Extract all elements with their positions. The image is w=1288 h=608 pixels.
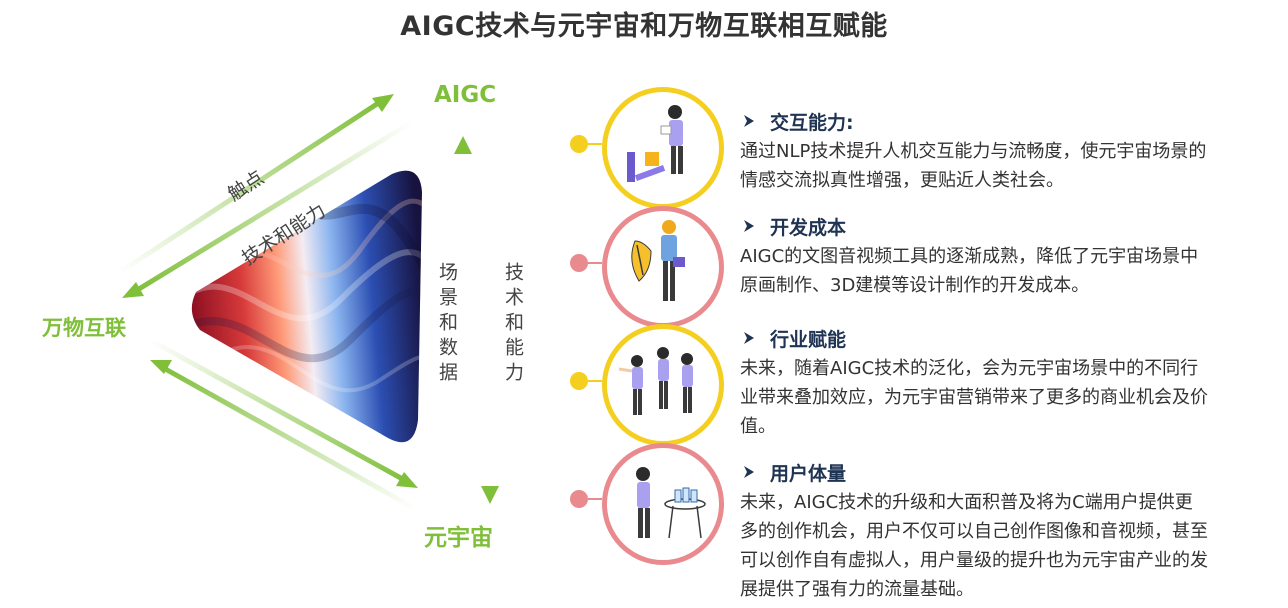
feature-title: 用户体量 xyxy=(770,462,847,485)
user-illustration xyxy=(602,443,724,565)
feature-body: 通过NLP技术提升人机交互能力与流畅度，使元宇宙场景的情感交流拟真性增强，更贴近… xyxy=(740,141,1207,191)
arrow-aigc-to-iot xyxy=(122,119,414,298)
feature-title: 交互能力: xyxy=(770,111,854,134)
feature-title: 行业赋能 xyxy=(770,328,847,351)
edge-label-scene-data: 场景和数据 xyxy=(436,262,458,387)
arrow-aigc-to-metaverse xyxy=(481,146,499,504)
arrow-metaverse-to-iot xyxy=(150,360,416,511)
feature-dot xyxy=(570,135,588,153)
node-metaverse: 元宇宙 xyxy=(424,525,493,551)
feature-dot xyxy=(570,490,588,508)
chevron-right-icon xyxy=(744,115,754,127)
cost-illustration xyxy=(602,206,724,328)
chevron-right-icon xyxy=(744,332,754,344)
arrow-iot-to-metaverse xyxy=(148,337,418,488)
person-with-clipboard-icon xyxy=(627,105,683,182)
feature-cost: 开发成本 AIGC的文图音视频工具的逐渐成熟，降低了元宇宙场景中原画制作、3D建… xyxy=(740,213,1220,300)
page-title: AIGC技术与元宇宙和万物互联相互赋能 xyxy=(400,11,888,42)
feature-body: AIGC的文图音视频工具的逐渐成熟，降低了元宇宙场景中原画制作、3D建模等设计制… xyxy=(740,246,1199,296)
node-iot: 万物互联 xyxy=(42,316,126,340)
arrow-iot-to-aigc xyxy=(118,94,394,275)
chevron-right-icon xyxy=(744,220,754,232)
arrow-metaverse-to-aigc xyxy=(454,136,472,500)
feature-dot xyxy=(570,254,588,272)
feature-title: 开发成本 xyxy=(770,216,847,239)
feature-users: 用户体量 未来，AIGC技术的升级和大面积普及将为C端用户提供更多的创作机会，用… xyxy=(740,459,1220,604)
group-of-people-icon xyxy=(618,347,693,415)
interaction-illustration xyxy=(602,87,724,209)
feature-industry: 行业赋能 未来，随着AIGC技术的泛化，会为元宇宙场景中的不同行业带来叠加效应，… xyxy=(740,325,1220,441)
person-with-shield-icon xyxy=(631,220,685,301)
feature-body: 未来，AIGC技术的升级和大面积普及将为C端用户提供更多的创作机会，用户不仅可以… xyxy=(740,492,1208,600)
node-aigc: AIGC xyxy=(434,82,497,108)
person-at-table-icon xyxy=(636,467,706,539)
feature-body: 未来，随着AIGC技术的泛化，会为元宇宙场景中的不同行业带来叠加效应，为元宇宙营… xyxy=(740,358,1208,437)
feature-dot xyxy=(570,372,588,390)
chevron-right-icon xyxy=(744,466,754,478)
feature-interaction: 交互能力: 通过NLP技术提升人机交互能力与流畅度，使元宇宙场景的情感交流拟真性… xyxy=(740,108,1220,195)
edge-label-tech-ability-vertical: 技术和能力 xyxy=(502,262,524,387)
industry-illustration xyxy=(602,324,724,446)
